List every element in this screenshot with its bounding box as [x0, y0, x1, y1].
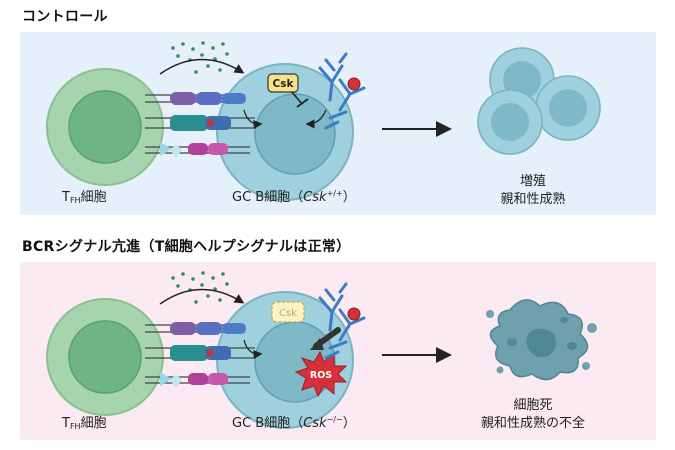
tfh-label: TFH細胞	[62, 190, 107, 205]
cytokine-arrow	[159, 288, 245, 305]
tfh-label: TFH細胞	[62, 416, 107, 431]
bcr-panel: Csk ROS	[20, 262, 656, 440]
synapse-receptors	[145, 322, 255, 388]
control-diagram: Csk	[46, 41, 601, 201]
csk-label: Csk	[279, 308, 297, 319]
signal-arrow-left	[243, 339, 263, 360]
dying-cell	[486, 299, 597, 381]
gcb-cell	[216, 63, 354, 201]
synapse-receptors	[145, 92, 255, 158]
ros-label: ROS	[310, 370, 332, 381]
bcr-antibody	[318, 52, 366, 130]
bcr-antibody	[318, 282, 366, 360]
tfh-cell	[46, 68, 164, 186]
proliferating-cells	[477, 47, 601, 155]
bcr-section-title: BCRシグナル亢進（T細胞ヘルプシグナルは正常）	[22, 239, 351, 255]
csk-label: Csk	[273, 78, 295, 90]
antigen	[347, 307, 361, 321]
csk-inhibition	[291, 91, 303, 105]
signal-arrow-right	[305, 109, 327, 129]
cytokine-dots	[171, 271, 229, 304]
csk-box-absent: Csk	[271, 301, 305, 323]
gcb-label: GC B細胞（Csk+/+）	[232, 189, 356, 205]
csk-box: Csk	[267, 73, 299, 93]
outcome-line1: 細胞死	[513, 398, 553, 413]
outcome-line1: 増殖	[519, 174, 546, 189]
outcome-line2: 親和性成熟の不全	[480, 416, 585, 431]
tfh-cell	[46, 298, 164, 416]
bcr-diagram: Csk ROS	[46, 271, 597, 429]
outcome-line2: 親和性成熟	[500, 192, 566, 207]
signal-arrow-left	[243, 109, 263, 130]
antigen	[347, 77, 361, 91]
control-section-title: コントロール	[22, 9, 108, 25]
gcb-label: GC B細胞（Csk−/−）	[232, 415, 356, 431]
cytokine-dots	[171, 41, 229, 74]
cytokine-arrow	[159, 58, 245, 75]
control-panel: Csk TFH細胞 GC B細胞（Csk+/	[20, 32, 656, 215]
